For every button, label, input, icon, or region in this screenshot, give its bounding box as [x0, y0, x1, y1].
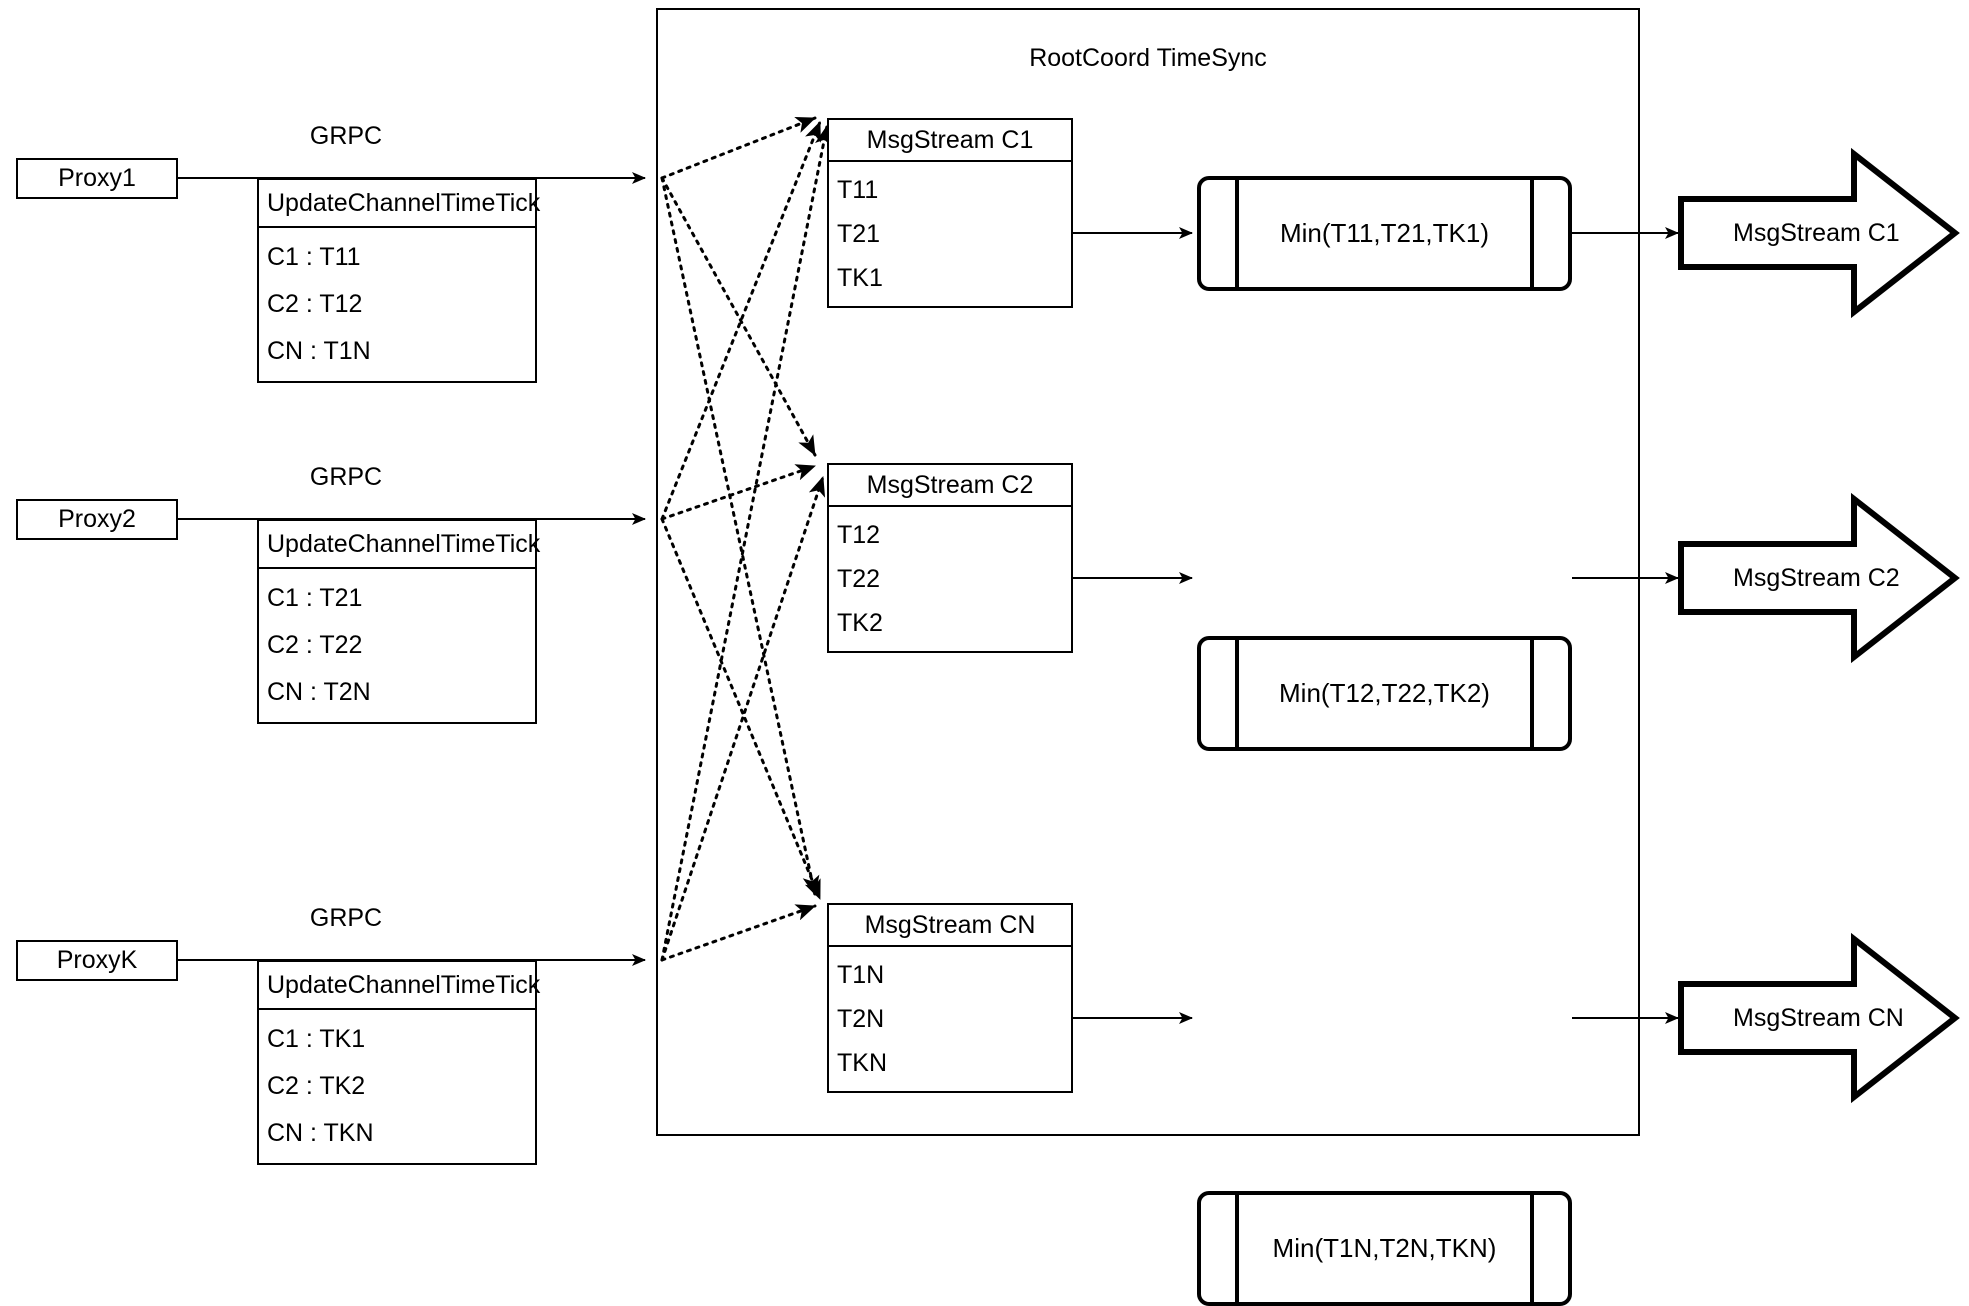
- update-channel-timetick-title-2: UpdateChannelTimeTick: [259, 521, 540, 569]
- proxy-label-1: Proxy1: [58, 164, 136, 192]
- timetick-row: C2 : T12: [267, 290, 363, 318]
- timetick-row: CN : TKN: [267, 1119, 374, 1147]
- update-channel-timetick-rows-2: C1 : T21 C2 : T22 CN : T2N: [259, 569, 535, 722]
- msgstream-title-1: MsgStream C1: [829, 120, 1071, 162]
- msgstream-row: T1N: [837, 960, 885, 989]
- grpc-label-3: GRPC: [309, 904, 383, 932]
- min-process-label-2: Min(T12,T22,TK2): [1279, 678, 1490, 708]
- msgstream-row: T21: [837, 219, 881, 248]
- msgstream-row: TKN: [837, 1048, 887, 1077]
- msgstream-box-2: MsgStream C2 T12 T22 TK2: [827, 463, 1073, 653]
- msgstream-row: T2N: [837, 1004, 885, 1033]
- output-arrow-label-2: MsgStream C2: [1733, 563, 1900, 592]
- msgstream-row: TK1: [837, 263, 883, 292]
- msgstream-row: T22: [837, 564, 881, 593]
- proxy-label-3: ProxyK: [56, 946, 138, 974]
- timetick-row: C1 : TK1: [267, 1025, 366, 1053]
- timetick-row: CN : T1N: [267, 337, 371, 365]
- output-arrow-1: MsgStream C1: [1681, 154, 1955, 312]
- diagram-canvas: RootCoord TimeSync Proxy1 GRPC UpdateCha…: [16, 8, 1960, 1306]
- output-arrow-label-1: MsgStream C1: [1733, 218, 1900, 247]
- rootcoord-timesync-title: RootCoord TimeSync: [1029, 44, 1267, 72]
- msgstream-title-2: MsgStream C2: [829, 465, 1071, 507]
- timetick-row: C1 : T21: [267, 584, 363, 612]
- grpc-label-2: GRPC: [309, 463, 383, 491]
- msgstream-row: TK2: [837, 608, 883, 637]
- msgstream-rows-3: T1N T2N TKN: [829, 947, 1071, 1091]
- msgstream-row: T11: [837, 175, 879, 204]
- msgstream-title-3: MsgStream CN: [829, 905, 1071, 947]
- msgstream-row: T12: [837, 520, 881, 549]
- timetick-row: C2 : TK2: [267, 1072, 366, 1100]
- update-channel-timetick-rows-1: C1 : T11 C2 : T12 CN : T1N: [259, 228, 535, 381]
- proxy-label-2: Proxy2: [58, 505, 136, 533]
- output-arrow-3: MsgStream CN: [1681, 939, 1955, 1097]
- min-process-label-1: Min(T11,T21,TK1): [1279, 218, 1489, 248]
- grpc-label-1: GRPC: [309, 122, 383, 150]
- min-process-box-1: Min(T11,T21,TK1): [1197, 176, 1572, 291]
- msgstream-box-3: MsgStream CN T1N T2N TKN: [827, 903, 1073, 1093]
- update-channel-timetick-box-2: UpdateChannelTimeTick C1 : T21 C2 : T22 …: [257, 519, 540, 724]
- rootcoord-timesync-container: [656, 8, 1640, 1136]
- timetick-row: C2 : T22: [267, 631, 363, 659]
- update-channel-timetick-rows-3: C1 : TK1 C2 : TK2 CN : TKN: [259, 1010, 535, 1163]
- update-channel-timetick-box-3: UpdateChannelTimeTick C1 : TK1 C2 : TK2 …: [257, 960, 540, 1165]
- msgstream-box-1: MsgStream C1 T11 T21 TK1: [827, 118, 1073, 308]
- msgstream-rows-2: T12 T22 TK2: [829, 507, 1071, 651]
- min-process-box-2: Min(T12,T22,TK2): [1197, 636, 1572, 751]
- proxy-box-3[interactable]: ProxyK: [16, 940, 178, 981]
- timetick-row: CN : T2N: [267, 678, 371, 706]
- min-process-label-3: Min(T1N,T2N,TKN): [1272, 1233, 1497, 1263]
- proxy-box-1[interactable]: Proxy1: [16, 158, 178, 199]
- update-channel-timetick-title-1: UpdateChannelTimeTick: [259, 180, 540, 228]
- proxy-box-2[interactable]: Proxy2: [16, 499, 178, 540]
- timetick-row: C1 : T11: [267, 243, 361, 271]
- min-process-box-3: Min(T1N,T2N,TKN): [1197, 1191, 1572, 1306]
- msgstream-rows-1: T11 T21 TK1: [829, 162, 1071, 306]
- output-arrow-label-3: MsgStream CN: [1733, 1003, 1904, 1032]
- update-channel-timetick-title-3: UpdateChannelTimeTick: [259, 962, 540, 1010]
- update-channel-timetick-box-1: UpdateChannelTimeTick C1 : T11 C2 : T12 …: [257, 178, 540, 383]
- output-arrow-2: MsgStream C2: [1681, 499, 1955, 657]
